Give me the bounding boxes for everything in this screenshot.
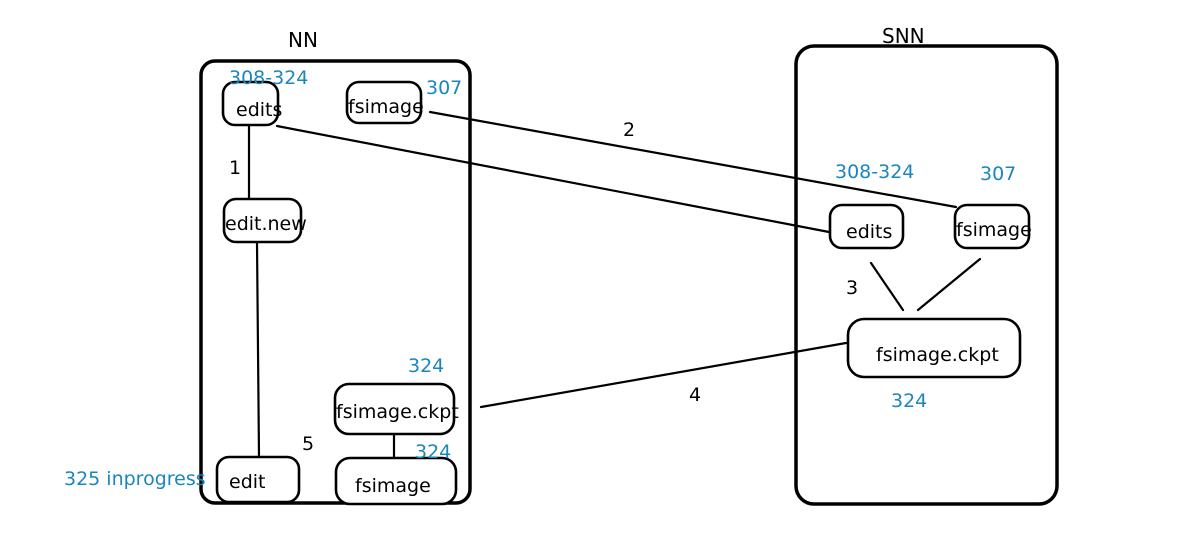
snn-title: SNN: [882, 24, 925, 48]
snn-fsimage-ckpt-label: fsimage.ckpt: [876, 344, 999, 366]
nn-fsimage-new-label: fsimage: [355, 475, 431, 497]
nn-edit-node: edit: [215, 455, 301, 504]
connector-edits-to-snn-edits: [275, 124, 831, 234]
nn-edit-note: 325 inprogress: [64, 468, 206, 490]
nn-edits-node: edits: [221, 80, 282, 127]
snn-edits-label: edits: [846, 221, 892, 243]
snn-fsimage-version: 307: [980, 163, 1016, 185]
step-3-label: 3: [846, 277, 858, 299]
nn-fsimage-new-node: fsimage: [334, 456, 458, 506]
nn-edit-new-node: edit.new: [222, 197, 307, 244]
nn-edits-label: edits: [236, 99, 282, 121]
snn-fsimage-node: fsimage: [953, 203, 1032, 250]
nn-edit-new-label: edit.new: [225, 213, 307, 235]
nn-fsimage-node: fsimage: [345, 80, 424, 125]
nn-title: NN: [288, 28, 318, 52]
step-5-label: 5: [302, 433, 314, 455]
snn-fsimage-ckpt-node: fsimage.ckpt: [846, 317, 1022, 379]
snn-edits-range: 308-324: [835, 161, 914, 183]
snn-edits-node: edits: [828, 203, 905, 250]
connector-fsimage-to-snn-fsimage: [428, 110, 958, 209]
nn-container: [199, 59, 472, 505]
connector-snn-ckpt-to-nn-ckpt: [479, 341, 848, 409]
nn-fsimage-label: fsimage: [348, 96, 424, 118]
snn-fsimage-ckpt-version: 324: [891, 390, 927, 412]
snn-fsimage-label: fsimage: [956, 219, 1032, 241]
nn-edits-range: 308-324: [229, 67, 308, 89]
nn-fsimage-ckpt-node: fsimage.ckpt: [333, 382, 459, 436]
snn-container: [794, 44, 1059, 506]
step-1-label: 1: [229, 157, 241, 179]
nn-fsimage-version: 307: [426, 77, 462, 99]
nn-fsimage-ckpt-version: 324: [408, 355, 444, 377]
step-4-label: 4: [689, 384, 701, 406]
nn-fsimage-new-version: 324: [415, 441, 451, 463]
connector-edit-new-to-edit: [255, 241, 261, 459]
step-2-label: 2: [623, 119, 635, 141]
nn-edit-label: edit: [229, 471, 265, 493]
nn-fsimage-ckpt-label: fsimage.ckpt: [336, 401, 459, 423]
connectors: [247, 110, 982, 460]
connector-snn-edits-to-ckpt: [869, 261, 905, 312]
connector-snn-fsimage-to-ckpt: [916, 257, 982, 312]
